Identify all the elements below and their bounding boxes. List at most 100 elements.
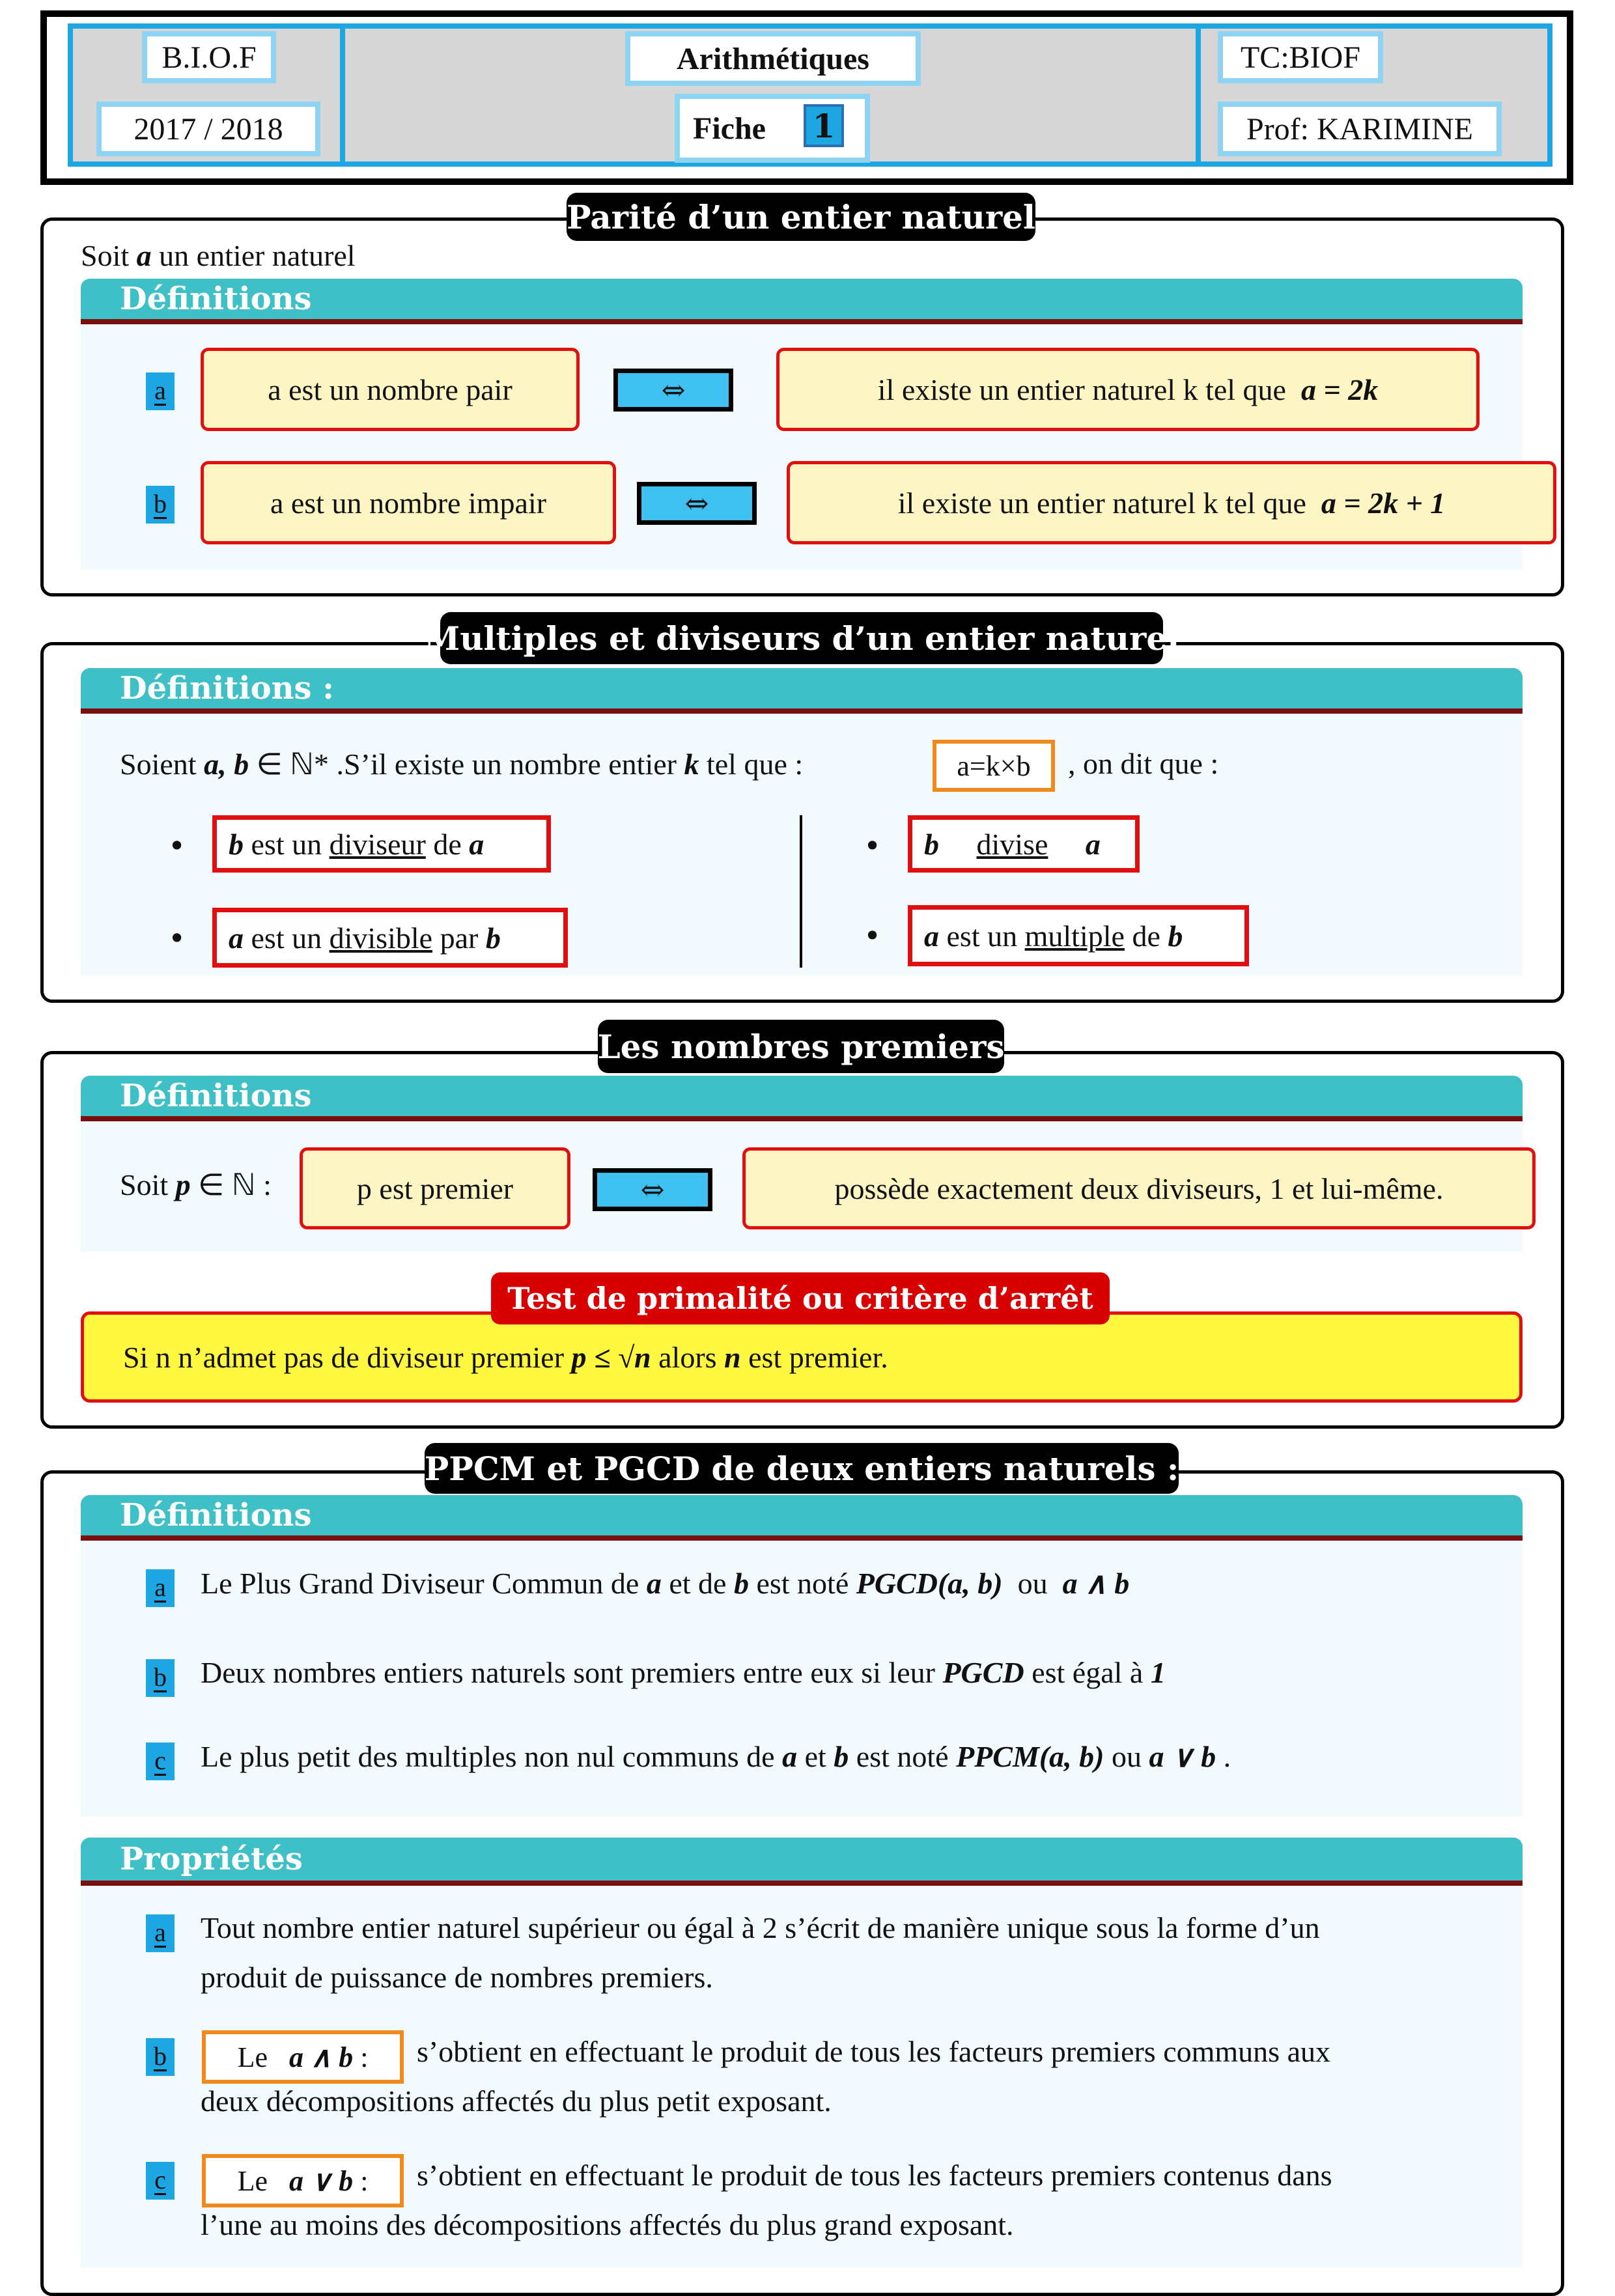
- bullet-icon: •: [864, 828, 882, 863]
- ppcm-definitions-bar: Définitions: [81, 1495, 1523, 1541]
- property-b-line1: s’obtient en effectuant le produit de to…: [417, 2035, 1330, 2068]
- primes-definitions-bar: Définitions: [81, 1076, 1523, 1121]
- text: et: [804, 1740, 826, 1773]
- multiples-intro: Soient a, b ∈ ℕ* .S’il existe un nombre …: [120, 746, 803, 781]
- pgcd-label-b: b: [146, 1659, 175, 1697]
- keyword: diviseur: [329, 827, 426, 861]
- property-a-line1: Tout nombre entier naturel supérieur ou …: [201, 1911, 1320, 1944]
- text: ou: [1017, 1567, 1048, 1600]
- intro-var: k: [684, 748, 699, 781]
- bullet-icon: •: [168, 921, 186, 956]
- math: a ∨ b: [288, 2164, 354, 2197]
- coprime-definition: Deux nombres entiers naturels sont premi…: [201, 1655, 1166, 1690]
- condition-math: a = 2k + 1: [1321, 486, 1446, 520]
- equivalence-icon: ⇔: [613, 369, 733, 412]
- label-text: c: [154, 2164, 166, 2195]
- bullet-icon: •: [864, 918, 882, 953]
- header-class: TC:BIOF: [1218, 31, 1383, 83]
- text: Le Plus Grand Diviseur Commun de: [201, 1567, 639, 1600]
- property-label-a: a: [146, 1914, 175, 1952]
- property-label-b: b: [146, 2038, 175, 2076]
- property-b-line2: deux décompositions affectés du plus pet…: [201, 2084, 832, 2118]
- text: Deux nombres entiers naturels sont premi…: [201, 1656, 935, 1689]
- property-label-c: c: [146, 2162, 175, 2200]
- intro-text: Soit: [120, 1168, 169, 1201]
- text: est un: [946, 919, 1018, 953]
- test-text: est premier.: [748, 1340, 888, 1374]
- odd-statement: a est un nombre impair: [201, 461, 616, 544]
- math: PGCD(a, b): [856, 1567, 1003, 1600]
- intro-text: tel que :: [706, 748, 804, 781]
- var: b: [924, 827, 939, 861]
- label-text: a: [154, 1917, 166, 1948]
- odd-condition: il existe un entier naturel k tel que a …: [787, 461, 1556, 544]
- column-divider: [800, 815, 802, 968]
- test-math: p ≤ √n: [571, 1340, 651, 1374]
- parity-intro: Soit a un entier naturel: [81, 238, 356, 273]
- parity-label-b: b: [146, 486, 175, 524]
- fiche-number: 1: [804, 104, 844, 147]
- equivalence-icon: ⇔: [637, 482, 757, 525]
- header-subject: Arithmétiques: [625, 31, 921, 86]
- multiples-intro-end: , on dit que :: [1068, 747, 1219, 780]
- text: est noté: [756, 1567, 849, 1600]
- header-year: 2017 / 2018: [96, 102, 320, 156]
- ppcm-definition: Le plus petit des multiples non nul comm…: [201, 1739, 1231, 1774]
- keyword: multiple: [1024, 919, 1125, 953]
- text: est noté: [856, 1740, 949, 1773]
- var: a: [229, 921, 244, 955]
- intro-set: ∈ ℕ*: [256, 748, 329, 781]
- property-c-line2: l’une au moins des décompositions affect…: [201, 2208, 1014, 2241]
- text: :: [360, 2041, 369, 2073]
- prime-statement: p est premier: [300, 1147, 570, 1229]
- text: est égal à: [1032, 1656, 1144, 1689]
- label-text: b: [154, 488, 167, 519]
- var: a: [924, 919, 939, 953]
- math: a ∧ b: [288, 2041, 354, 2073]
- properties-bar: Propriétés: [81, 1838, 1523, 1886]
- var: a: [1085, 827, 1101, 861]
- multiples-definitions-bar: Définitions :: [81, 668, 1523, 714]
- keyword: divise: [976, 827, 1048, 861]
- math: 1: [1150, 1656, 1166, 1689]
- text: est un: [251, 827, 322, 861]
- label-text: b: [154, 1662, 167, 1692]
- text: de: [1132, 919, 1160, 953]
- intro-set: ∈ ℕ :: [198, 1168, 272, 1201]
- header-divider-left: [340, 23, 345, 167]
- label-text: a: [154, 375, 166, 406]
- test-text: alors: [658, 1340, 717, 1374]
- ppcm-definitions-body: [81, 1541, 1523, 1817]
- var: b: [1168, 919, 1183, 953]
- prime-condition: possède exactement deux diviseurs, 1 et …: [742, 1147, 1536, 1229]
- primality-test-title: Test de primalité ou critère d’arrêt: [491, 1272, 1110, 1324]
- var: b: [229, 827, 244, 861]
- label-text: b: [154, 2041, 167, 2071]
- parity-label-a: a: [146, 372, 175, 410]
- intro-text: un entier naturel: [159, 239, 356, 272]
- math: a ∧ b: [1062, 1567, 1130, 1600]
- property-a-line2: produit de puissance de nombres premiers…: [201, 1961, 713, 1994]
- var: b: [834, 1740, 849, 1773]
- intro-var: a: [136, 239, 152, 272]
- text: est un: [251, 921, 322, 955]
- pgcd-label-a: a: [146, 1569, 175, 1607]
- text: par: [440, 921, 479, 955]
- intro-text: Soit: [81, 239, 130, 272]
- test-var: n: [724, 1340, 741, 1374]
- prime-intro: Soit p ∈ ℕ :: [120, 1167, 272, 1202]
- even-statement: a est un nombre pair: [201, 348, 580, 431]
- property-c-line1: s’obtient en effectuant le produit de to…: [417, 2159, 1332, 2192]
- math: PGCD: [942, 1656, 1024, 1689]
- math: a ∨ b: [1149, 1740, 1216, 1773]
- bullet-icon: •: [168, 828, 186, 863]
- text: Le: [237, 2164, 268, 2197]
- text: :: [360, 2164, 369, 2197]
- text: ou: [1112, 1740, 1142, 1773]
- ppcm-title: PPCM et PGCD de deux entiers naturels :: [425, 1443, 1179, 1494]
- pgcd-definition: Le Plus Grand Diviseur Commun de a et de…: [201, 1565, 1129, 1601]
- math: PPCM(a, b): [956, 1740, 1104, 1773]
- var: a: [646, 1567, 662, 1600]
- parity-definitions-bar: Définitions: [81, 279, 1523, 324]
- header-divider-right: [1196, 23, 1201, 167]
